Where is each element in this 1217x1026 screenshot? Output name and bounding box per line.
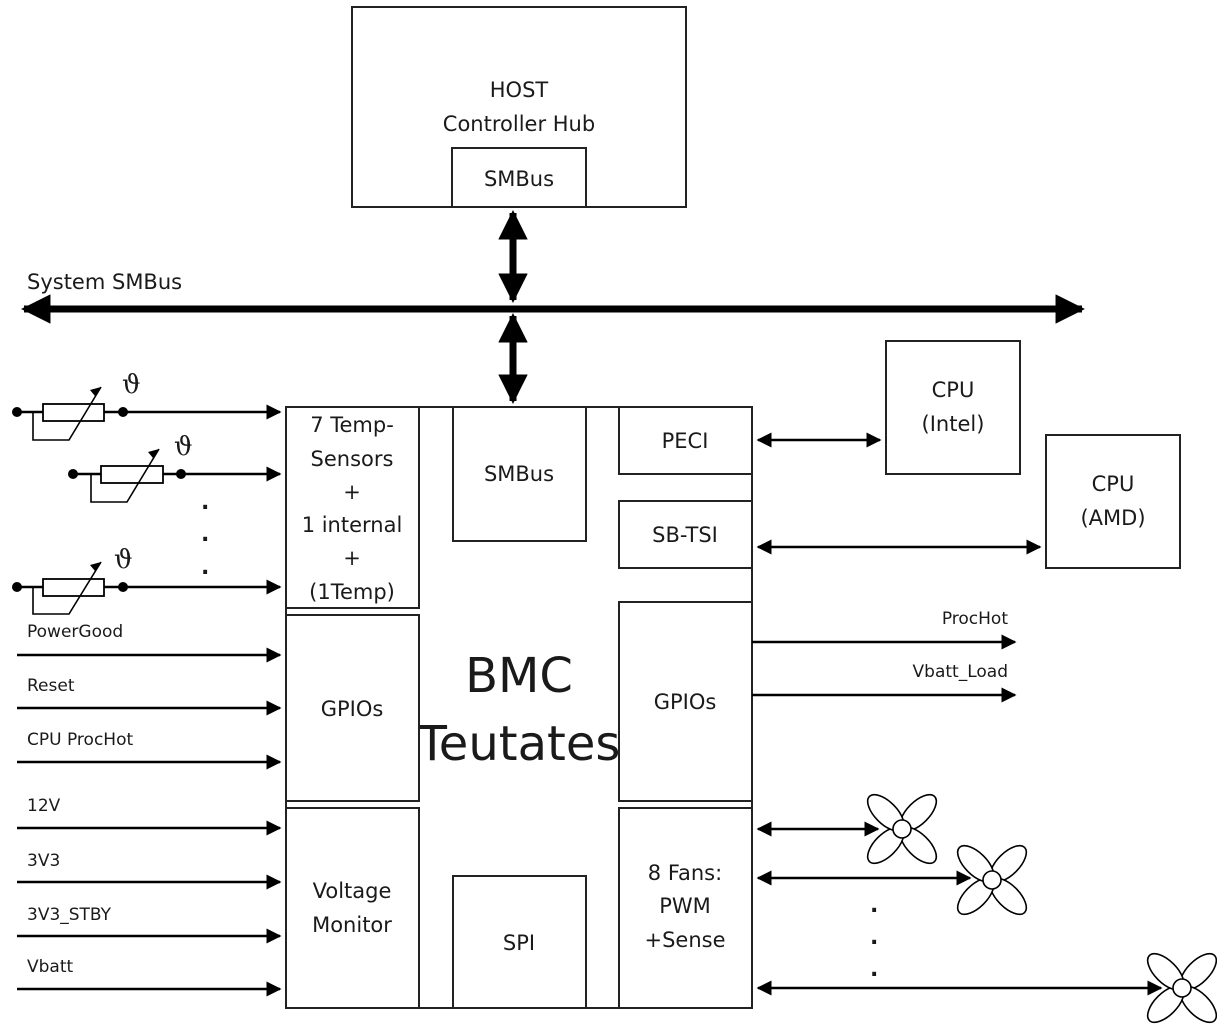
- temp-line: Sensors: [311, 447, 394, 471]
- cpu-intel-line2: (Intel): [922, 412, 985, 436]
- bmc-block: BMC Teutates SMBus SPI 7 Temp- Sensors +…: [285, 406, 753, 1009]
- gpio-input-label: PowerGood: [27, 622, 123, 642]
- gpio-input-label: Reset: [27, 676, 75, 696]
- voltage-input-vbatt: Vbatt: [17, 957, 282, 997]
- fans-label: 8 Fans: PWM +Sense: [644, 861, 725, 952]
- system-smbus-label: System SMBus: [27, 270, 182, 294]
- temp-line: 1 internal: [302, 513, 403, 537]
- gpio-output-prochot: ProcHot: [752, 609, 1017, 650]
- temp-line: 7 Temp-: [310, 413, 394, 437]
- sbtsi-label: SB-TSI: [652, 523, 718, 547]
- gpio-output-label: Vbatt_Load: [913, 662, 1008, 682]
- peci-label: PECI: [662, 429, 709, 453]
- ellipsis-dot: .: [870, 957, 878, 982]
- bmc-title-line2: Teutates: [417, 716, 621, 772]
- gpio-output-vbatt-load: Vbatt_Load: [752, 662, 1017, 703]
- gpio-input-powergood: PowerGood: [17, 622, 282, 663]
- voltage-input-label: 3V3: [27, 851, 60, 871]
- host-smbus-label: SMBus: [484, 167, 554, 191]
- bmc-title-line1: BMC: [465, 648, 573, 704]
- cpu-intel-line1: CPU: [932, 378, 975, 402]
- voltage-input-label: Vbatt: [27, 957, 74, 977]
- temp-line: (1Temp): [309, 580, 395, 604]
- cpu-amd-block: CPU (AMD): [1045, 434, 1181, 569]
- bmc-smbus-label: SMBus: [484, 462, 554, 486]
- bmc-spi-label: SPI: [503, 931, 535, 955]
- thermistor-symbol: ϑ: [122, 370, 141, 400]
- ellipsis-dot: .: [201, 555, 209, 580]
- fans-line: +Sense: [644, 928, 725, 952]
- gpio-output-label: ProcHot: [942, 609, 1009, 629]
- voltage-input-12v: 12V: [17, 796, 282, 836]
- fan-icon: [950, 838, 1034, 922]
- voltage-input-label: 3V3_STBY: [27, 905, 112, 925]
- thermistor-ellipsis: . . .: [201, 490, 209, 580]
- voltage-line2: Monitor: [312, 913, 392, 937]
- gpios-left-label: GPIOs: [321, 697, 384, 721]
- voltage-line1: Voltage: [313, 879, 392, 903]
- fans-line: PWM: [659, 894, 711, 918]
- ellipsis-dot: .: [201, 522, 209, 547]
- temp-sensors-label: 7 Temp- Sensors + 1 internal + (1Temp): [302, 413, 403, 604]
- thermistor-input: ϑ: [12, 370, 282, 441]
- cpu-intel-block: CPU (Intel): [885, 340, 1021, 475]
- temp-line: +: [343, 480, 361, 504]
- temp-line: +: [343, 546, 361, 570]
- system-smbus: System SMBus: [21, 270, 1085, 324]
- thermistor-symbol: ϑ: [114, 545, 133, 575]
- ellipsis-dot: .: [201, 490, 209, 515]
- gpios-right-label: GPIOs: [654, 690, 717, 714]
- host-controller-hub: HOST Controller Hub SMBus: [351, 6, 687, 208]
- gpio-input-label: CPU ProcHot: [27, 730, 133, 750]
- host-title-line1: HOST: [490, 78, 549, 102]
- fan-ellipsis: . . .: [870, 893, 878, 982]
- voltage-input-3v3-stby: 3V3_STBY: [17, 905, 282, 944]
- gpio-input-reset: Reset: [17, 676, 282, 716]
- host-title-line2: Controller Hub: [443, 112, 595, 136]
- thermistor-input: ϑ: [68, 432, 282, 503]
- gpio-input-cpu-prochot: CPU ProcHot: [17, 730, 282, 770]
- cpu-amd-line2: (AMD): [1080, 506, 1145, 530]
- voltage-input-3v3: 3V3: [17, 851, 282, 890]
- ellipsis-dot: .: [870, 893, 878, 918]
- fans-line: 8 Fans:: [648, 861, 722, 885]
- thermistor-input: ϑ: [12, 545, 282, 615]
- thermistor-symbol: ϑ: [174, 432, 193, 462]
- ellipsis-dot: .: [870, 925, 878, 950]
- voltage-input-label: 12V: [27, 796, 61, 816]
- cpu-amd-line1: CPU: [1092, 472, 1135, 496]
